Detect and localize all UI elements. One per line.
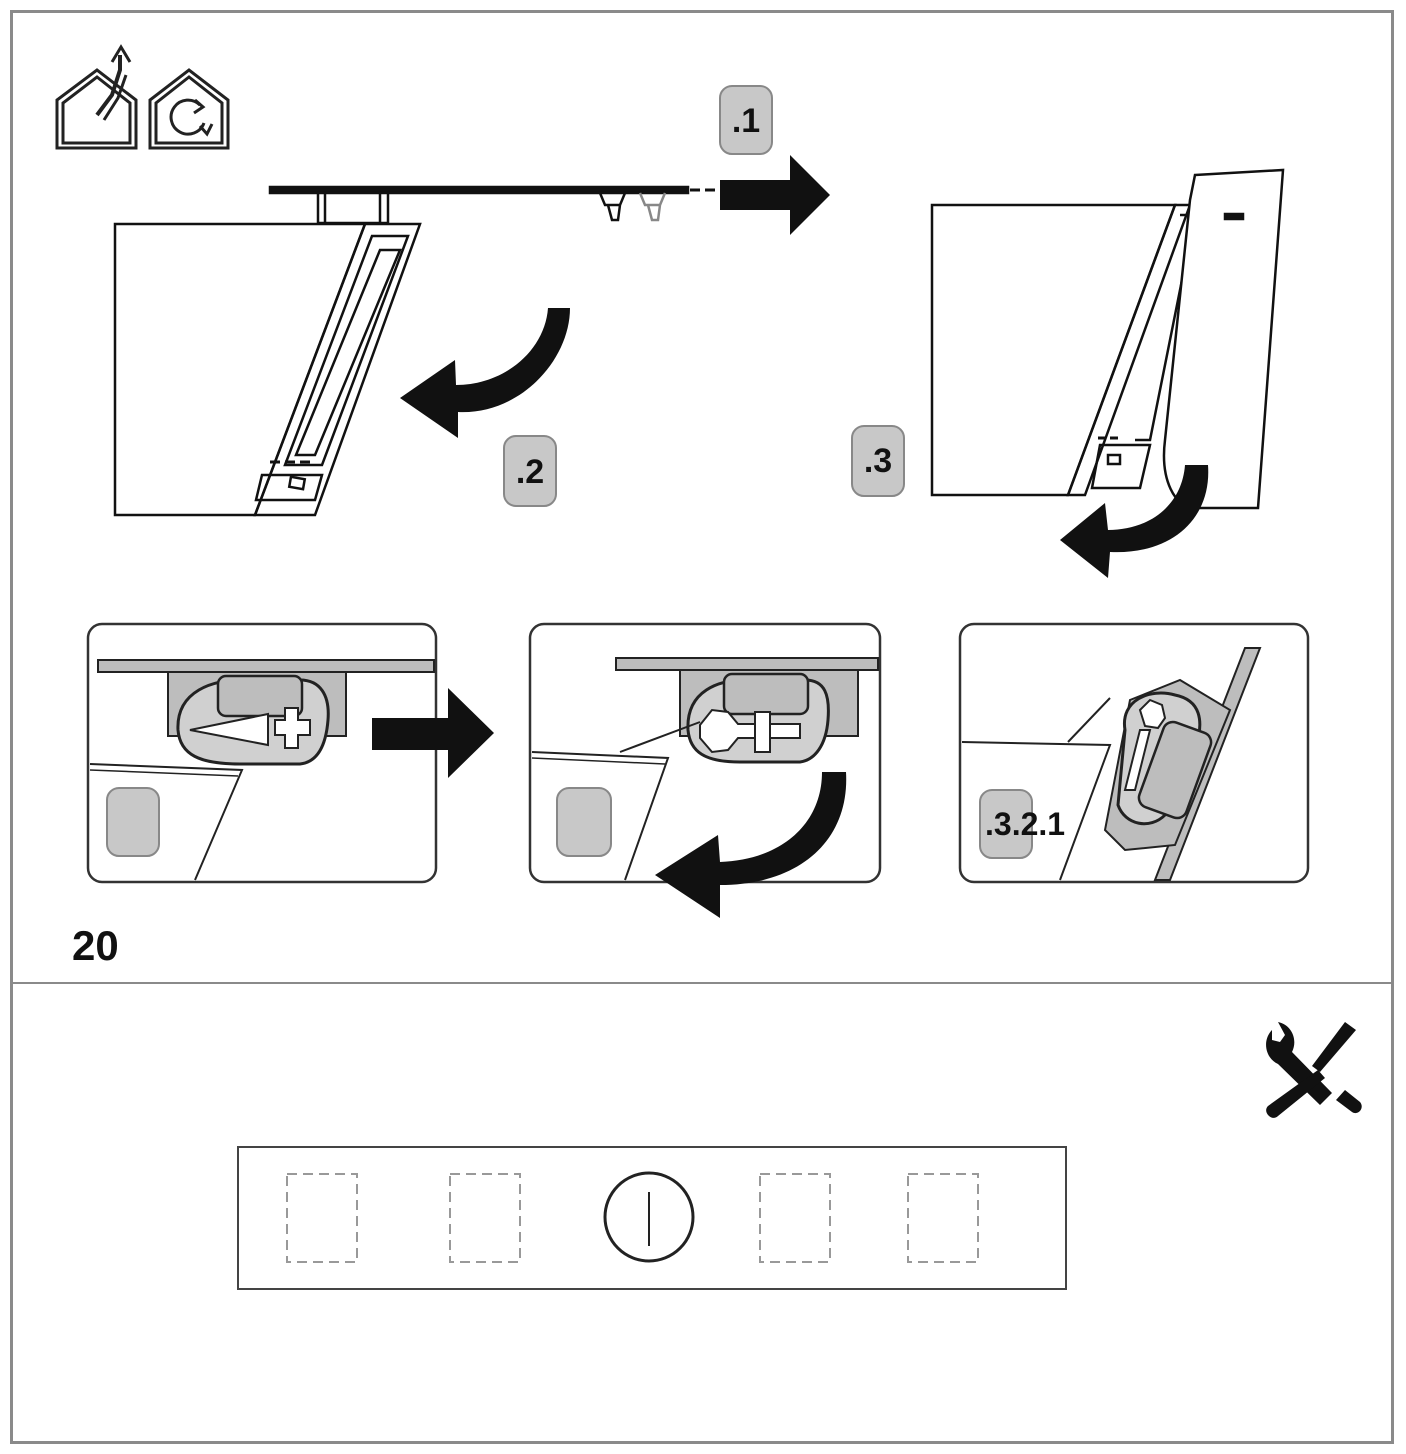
touch-button-2[interactable]: [449, 1173, 521, 1263]
curved-arrow-icon: [1060, 465, 1209, 578]
touch-button-4[interactable]: [907, 1173, 979, 1263]
svg-text:.2: .2: [516, 453, 544, 491]
house-ducted-exhaust-icon: [55, 44, 138, 150]
curved-arrow-icon: [655, 772, 847, 918]
hood-right-drawing: [930, 168, 1285, 510]
detail-panel-1: [86, 622, 438, 884]
wrench-screwdriver-icon: [1266, 1022, 1362, 1118]
step-badge-1: .1: [719, 85, 773, 155]
svg-text:.3: .3: [864, 442, 892, 480]
section-divider: [10, 982, 1394, 984]
arrow-right-icon: [372, 688, 494, 778]
page-frame: [10, 10, 1394, 1444]
arrow-right-icon: [720, 155, 830, 235]
power-button[interactable]: [603, 1171, 695, 1263]
detail-panel-3: .3.2.1: [958, 622, 1310, 884]
step-label-321: .3.2.1: [985, 806, 1065, 842]
hood-left-drawing: [113, 185, 715, 517]
house-recirculation-icon: [148, 68, 230, 150]
touch-button-3[interactable]: [759, 1173, 831, 1263]
step-badge-2: .2: [503, 435, 557, 507]
step-badge-3: .3: [851, 425, 905, 497]
svg-text:.1: .1: [732, 102, 760, 140]
curved-arrow-icon: [400, 308, 570, 438]
touch-button-1[interactable]: [286, 1173, 358, 1263]
detail-panel-2: [528, 622, 882, 884]
figure-number: 20: [72, 922, 119, 969]
